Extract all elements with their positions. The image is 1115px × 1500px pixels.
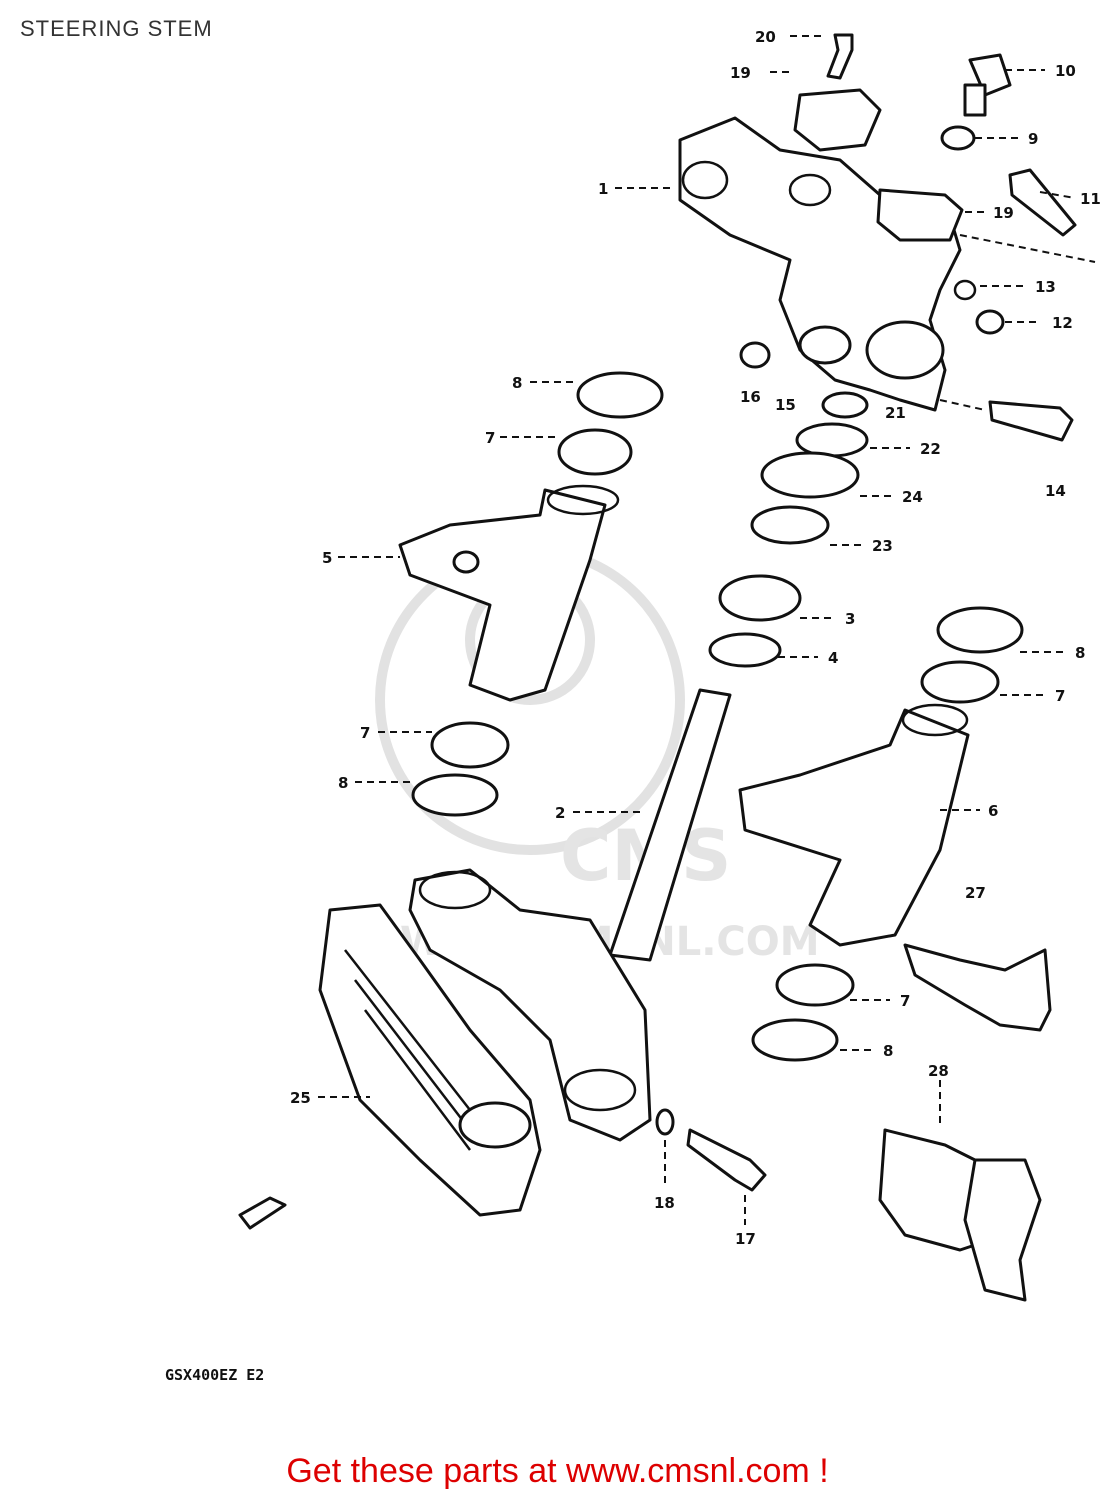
callout-25: 25 <box>290 1089 311 1107</box>
part-right-headlight-bracket <box>738 703 970 947</box>
callout-labels: 1 2 3 4 5 6 7 7 7 7 8 8 8 8 9 10 11 12 1… <box>290 28 1101 1248</box>
part-stem-shaft <box>608 688 732 962</box>
part-bolt-10 <box>963 53 1012 117</box>
callout-11: 11 <box>1080 190 1101 208</box>
part-washer-18 <box>655 1108 675 1136</box>
exploded-parts-diagram: CMS WWW.CMSNL.COM <box>165 28 1101 1384</box>
callout-19-a: 19 <box>730 64 751 82</box>
part-ring-7-mid-left <box>430 721 510 769</box>
part-ignition-lock-28 <box>878 1128 1042 1302</box>
callout-7-a: 7 <box>485 429 495 447</box>
callout-8-d: 8 <box>883 1042 893 1060</box>
callout-9: 9 <box>1028 130 1038 148</box>
callout-19-b: 19 <box>993 204 1014 222</box>
callout-12: 12 <box>1052 314 1073 332</box>
leader-lines <box>318 35 1096 1225</box>
part-bolt-14 <box>988 400 1074 442</box>
page-title: STEERING STEM <box>20 16 213 41</box>
part-ring-8-right <box>936 606 1024 654</box>
part-upper-bracket <box>678 116 962 412</box>
part-ring-8-mid-left <box>411 773 499 817</box>
callout-23: 23 <box>872 537 893 555</box>
callout-20: 20 <box>755 28 776 46</box>
callout-7-d: 7 <box>900 992 910 1010</box>
callout-10: 10 <box>1055 62 1076 80</box>
footer-cta[interactable]: Get these parts at www.cmsnl.com ! <box>286 1452 829 1490</box>
callout-8-c: 8 <box>1075 644 1085 662</box>
part-ring-7-lower <box>775 963 855 1007</box>
callout-15: 15 <box>775 396 796 414</box>
callout-8-b: 8 <box>338 774 348 792</box>
part-bolt-17 <box>686 1128 767 1192</box>
part-nut-13 <box>953 279 977 301</box>
part-bearing-stack <box>708 391 869 668</box>
callout-13: 13 <box>1035 278 1056 296</box>
part-lower-bracket <box>408 868 652 1142</box>
callout-27: 27 <box>965 884 986 902</box>
callout-2: 2 <box>555 804 565 822</box>
part-lock-27 <box>903 943 1052 1032</box>
callout-17: 17 <box>735 1230 756 1248</box>
callout-16: 16 <box>740 388 761 406</box>
callout-6: 6 <box>988 802 998 820</box>
part-cap-12 <box>975 309 1005 335</box>
part-left-headlight-bracket <box>398 484 620 702</box>
front-arrow-icon <box>238 1196 287 1230</box>
callout-18: 18 <box>654 1194 675 1212</box>
callout-5: 5 <box>322 549 332 567</box>
callout-22: 22 <box>920 440 941 458</box>
callout-7-b: 7 <box>360 724 370 742</box>
callout-4: 4 <box>828 649 838 667</box>
callout-7-c: 7 <box>1055 687 1065 705</box>
part-bolt-11 <box>1008 168 1077 237</box>
part-washer-9 <box>940 125 976 151</box>
part-16 <box>739 341 771 369</box>
callout-28: 28 <box>928 1062 949 1080</box>
part-bolt-20 <box>826 33 854 80</box>
callout-3: 3 <box>845 610 855 628</box>
model-code: GSX400EZ E2 <box>165 1366 264 1384</box>
callout-24: 24 <box>902 488 923 506</box>
part-ring-7-right <box>920 660 1000 704</box>
callout-1: 1 <box>598 180 608 198</box>
part-ring-7-top-left <box>557 428 633 476</box>
callout-8-a: 8 <box>512 374 522 392</box>
part-cover-25 <box>318 903 542 1217</box>
callout-21: 21 <box>885 404 906 422</box>
part-clamp-right <box>876 188 964 242</box>
callout-14: 14 <box>1045 482 1066 500</box>
part-ring-8-top-left <box>576 371 664 419</box>
part-clamp-top <box>793 88 882 152</box>
part-ring-8-lower <box>751 1018 839 1062</box>
